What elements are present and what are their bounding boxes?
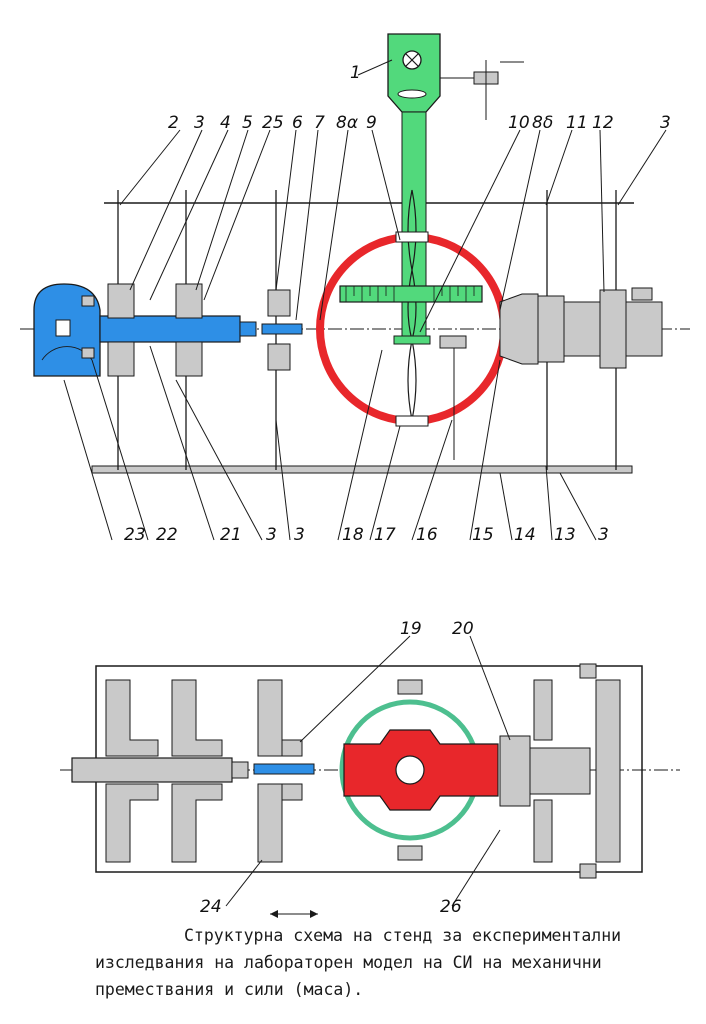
label-5: 5	[242, 113, 253, 133]
caption-line-3: премествания и сили (маса).	[95, 980, 364, 999]
optical-unit-1	[387, 33, 524, 421]
label-25: 25	[262, 113, 284, 133]
label-20: 20	[452, 619, 474, 639]
label-13: 13	[554, 525, 576, 545]
blue-handle-23	[33, 283, 303, 377]
label-22: 22	[156, 525, 178, 545]
caption: Структурна схема на стенд за експеримент…	[95, 922, 690, 1003]
label-23: 23	[124, 525, 146, 545]
label-24: 24	[200, 897, 222, 917]
label-3d: 3	[294, 525, 305, 545]
label-7: 7	[314, 113, 325, 133]
label-9: 9	[366, 113, 377, 133]
label-8a: 8α	[336, 113, 358, 133]
label-12: 12	[592, 113, 614, 133]
label-3b: 3	[660, 113, 671, 133]
bottom-label-lines	[63, 345, 597, 541]
label-4: 4	[220, 113, 231, 133]
plan-diagram: 19 20 24 26	[60, 619, 680, 918]
label-8b: 8δ	[532, 113, 553, 133]
label-21: 21	[220, 525, 242, 545]
left-supports	[81, 283, 291, 377]
label-11: 11	[566, 113, 588, 133]
label-26: 26	[440, 897, 462, 917]
scale-bar	[339, 285, 483, 303]
label-3e: 3	[598, 525, 609, 545]
label-3a: 3	[194, 113, 205, 133]
label-10: 10	[508, 113, 530, 133]
label-15: 15	[472, 525, 494, 545]
caption-line-2: изследвания на лабораторен модел на СИ н…	[95, 953, 602, 972]
top-label-lines	[119, 59, 667, 333]
right-supports	[499, 287, 663, 369]
label-17: 17	[374, 525, 396, 545]
label-2: 2	[168, 113, 179, 133]
caption-line-1: Структурна схема на стенд за експеримент…	[184, 926, 622, 945]
plan-brackets	[105, 663, 621, 879]
label-6: 6	[292, 113, 303, 133]
top-diagram: 1 2 3 4 5 25 6 7 8α 9 10 8δ 11 12 3 23	[20, 33, 690, 545]
label-1: 1	[350, 63, 361, 83]
plan-label-lines	[225, 635, 511, 907]
label-3c: 3	[266, 525, 277, 545]
label-18: 18	[342, 525, 364, 545]
label-14: 14	[514, 525, 536, 545]
label-19: 19	[400, 619, 422, 639]
label-16: 16	[416, 525, 438, 545]
